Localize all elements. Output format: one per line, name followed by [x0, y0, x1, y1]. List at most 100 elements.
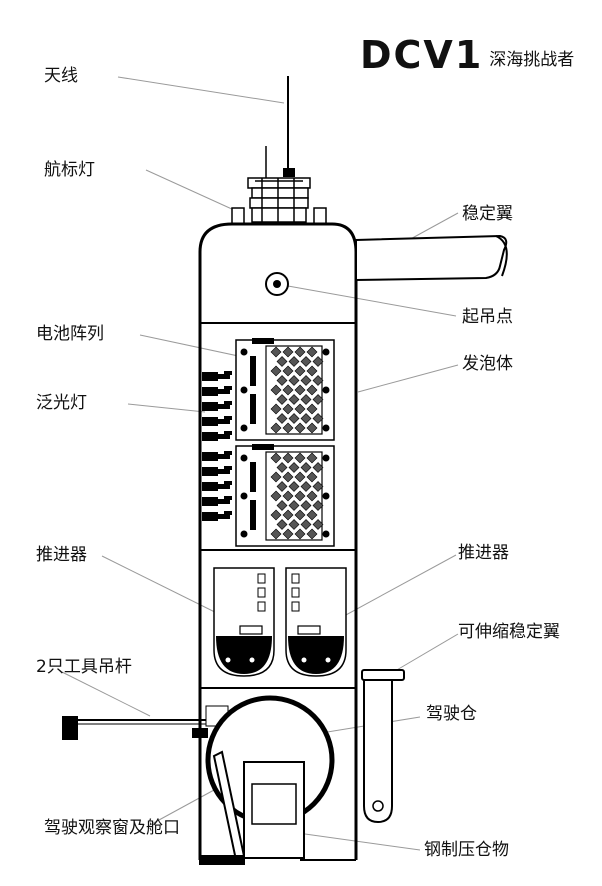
nav-light-left [231, 207, 245, 225]
battery-cell [300, 462, 312, 473]
battery-cell [282, 528, 294, 540]
battery-cell [276, 481, 288, 492]
battery-cell [288, 356, 300, 367]
stabilizer-fin [355, 234, 508, 282]
floodlight-icon [202, 452, 218, 461]
battery-cell [312, 500, 324, 511]
floodlight-icon [202, 372, 218, 381]
battery-cell [288, 519, 300, 530]
mast-assembly [247, 177, 311, 223]
label-nav-light: 航标灯 [44, 160, 95, 180]
floodlight-column-1 [202, 371, 232, 441]
battery-cell [288, 481, 300, 492]
battery-cell [288, 500, 300, 511]
battery-cell [282, 403, 294, 415]
battery-cell [312, 462, 324, 473]
battery-clip [252, 338, 274, 344]
battery-bar [250, 500, 256, 530]
battery-cell [276, 356, 288, 367]
battery-cell [270, 403, 282, 415]
lift-point-center [273, 280, 281, 288]
battery-bolt [322, 454, 330, 462]
battery-bolt [240, 530, 248, 538]
battery-cell [270, 490, 282, 502]
battery-bolt [322, 530, 330, 538]
battery-cell [270, 384, 282, 396]
label-stabilizer: 稳定翼 [462, 204, 513, 224]
floodlight-neck [218, 434, 230, 439]
battery-cell [270, 528, 282, 540]
battery-cell [312, 519, 324, 530]
floodlight-icon [202, 482, 218, 491]
leader-tool-boom [61, 671, 151, 717]
battery-cell [282, 452, 294, 464]
battery-cell [306, 365, 318, 377]
battery-cell [270, 471, 282, 483]
battery-cell [294, 452, 306, 464]
battery-cell [276, 394, 288, 405]
floodlight-cap [224, 401, 232, 405]
leader-foam [357, 364, 459, 393]
battery-cell [312, 394, 324, 405]
floodlight-neck [218, 404, 230, 409]
label-tool-boom: 2只工具吊杆 [36, 657, 132, 677]
floodlight-cap [224, 511, 232, 515]
label-antenna: 天线 [44, 66, 78, 86]
hull-outline [198, 222, 358, 860]
battery-bolt [240, 386, 248, 394]
floodlight-cap [224, 386, 232, 390]
nav-light-right [313, 207, 327, 225]
battery-bolt [322, 424, 330, 432]
label-retract-stabilizer: 可伸缩稳定翼 [458, 622, 560, 642]
floodlight-icon [202, 387, 218, 396]
floodlight-column-2 [202, 451, 232, 521]
battery-array-2 [235, 444, 335, 547]
floodlight-cap [224, 466, 232, 470]
battery-bar [250, 462, 256, 492]
battery-cell [270, 346, 282, 358]
leader-floodlight [127, 403, 206, 413]
battery-cell [276, 500, 288, 511]
floodlight-cap [224, 481, 232, 485]
battery-cell [306, 509, 318, 521]
battery-cell [312, 356, 324, 367]
label-thruster-right: 推进器 [458, 543, 509, 563]
floodlight-neck [218, 389, 230, 394]
brand-block: DCV1 深海挑战者 [360, 36, 574, 74]
battery-cell [300, 413, 312, 424]
leader-antenna [117, 76, 285, 104]
floodlight-cap [224, 496, 232, 500]
leader-nav-light [145, 169, 235, 211]
battery-cell [300, 500, 312, 511]
battery-cell [306, 346, 318, 358]
label-view-window: 驾驶观察窗及舱口 [44, 818, 180, 838]
battery-cell [270, 509, 282, 521]
battery-cell [294, 346, 306, 358]
battery-cell [312, 375, 324, 386]
battery-arrays [235, 338, 335, 547]
battery-cell [276, 519, 288, 530]
battery-cell [288, 413, 300, 424]
label-cockpit: 驾驶仓 [426, 704, 477, 724]
battery-bolt [322, 492, 330, 500]
battery-cell [294, 528, 306, 540]
battery-cell [270, 365, 282, 377]
floodlight-cap [224, 371, 232, 375]
battery-clip [252, 444, 274, 450]
battery-cell [270, 422, 282, 434]
battery-bolt [240, 454, 248, 462]
brand-subtitle: 深海挑战者 [489, 50, 575, 70]
floodlight-icon [202, 417, 218, 426]
battery-cell [312, 413, 324, 424]
floodlight-neck [218, 484, 230, 489]
floodlight-cap [224, 431, 232, 435]
floodlight-icon [202, 467, 218, 476]
battery-cell [312, 481, 324, 492]
battery-cell [306, 403, 318, 415]
battery-cell [270, 452, 282, 464]
hull-base [199, 855, 356, 865]
battery-cell [294, 509, 306, 521]
floodlight-cap [224, 451, 232, 455]
